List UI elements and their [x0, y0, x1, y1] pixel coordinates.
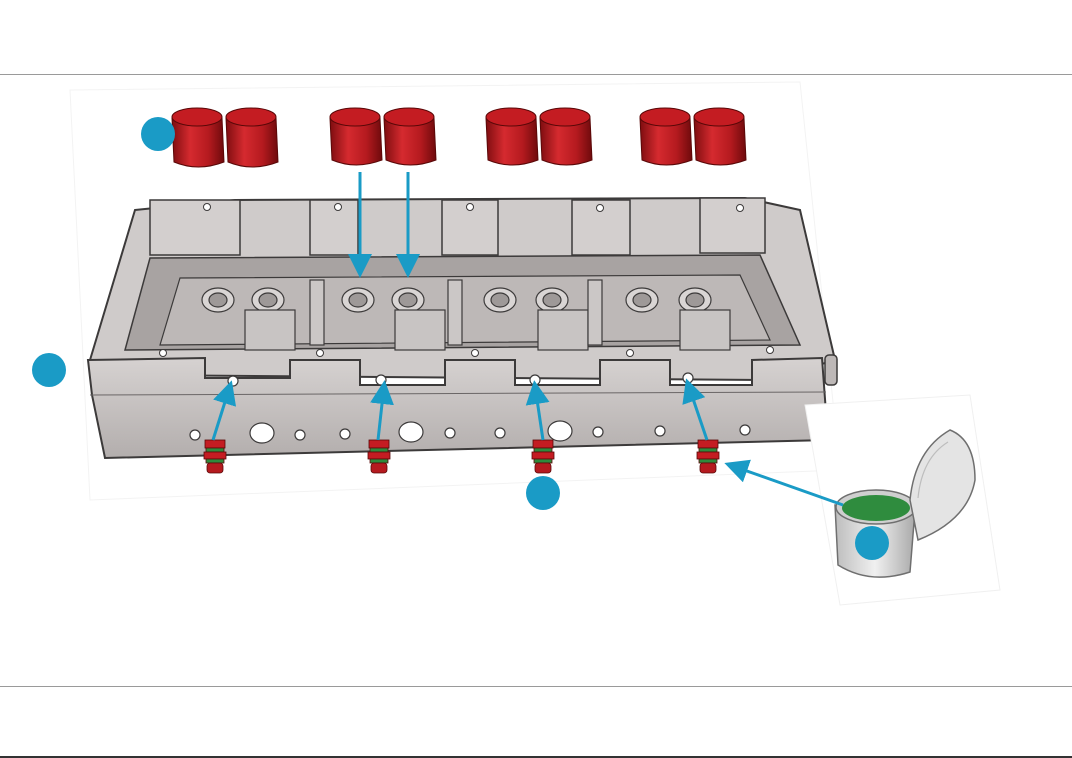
grease-tin — [805, 395, 1000, 605]
callout-caps-marker — [141, 117, 175, 151]
plug-1 — [204, 440, 226, 473]
plug-4 — [697, 440, 719, 473]
cylinder-head — [88, 198, 837, 458]
callout-cylinder-head-marker — [32, 353, 66, 387]
plug-2 — [368, 440, 390, 473]
callout-grease-marker — [855, 526, 889, 560]
callout-plugs-marker — [526, 476, 560, 510]
plug-3 — [532, 440, 554, 473]
